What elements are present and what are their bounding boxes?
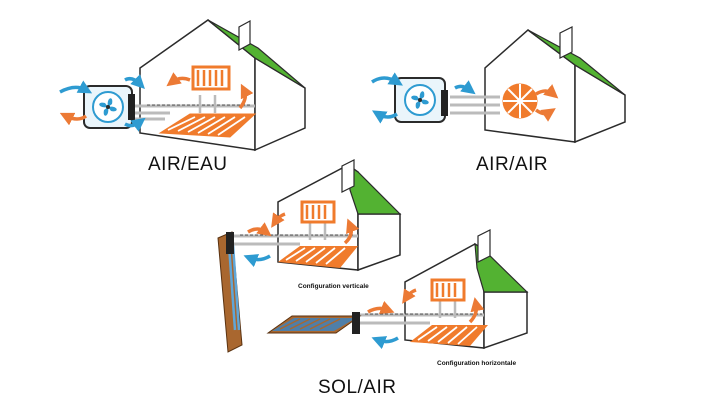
air-arrow-icon — [243, 212, 360, 268]
radiator-icon — [300, 200, 336, 224]
chimney — [238, 19, 251, 52]
caption-horizontal: Configuration horizontale — [437, 360, 516, 367]
heat-pump-unit — [394, 77, 448, 123]
label-air-air: AIR/AIR — [476, 154, 548, 175]
radiator-icon — [191, 65, 231, 91]
floor-heating-icon — [158, 113, 257, 138]
air-arrow-icon — [59, 72, 254, 132]
diagram-sol-air-vertical: Configuration verticale — [217, 159, 402, 353]
pipes — [234, 222, 358, 246]
floor-heating-icon — [278, 246, 358, 268]
house — [484, 26, 626, 144]
chimney — [559, 26, 573, 59]
air-arrow-icon — [371, 72, 559, 124]
caption-vertical: Configuration verticale — [298, 283, 369, 290]
ground-probe-icon — [217, 231, 243, 353]
label-sol-air: SOL/AIR — [318, 377, 396, 398]
radiator-icon — [430, 278, 466, 302]
chimney — [341, 159, 355, 193]
diagram-air-air: AIR/AIR — [371, 26, 626, 175]
roof — [347, 163, 402, 215]
chimney — [477, 229, 491, 263]
label-air-eau: AIR/EAU — [148, 154, 228, 175]
diagram-sol-air-horizontal: Configuration horizontale — [266, 229, 529, 367]
indoor-fan-icon — [502, 83, 538, 119]
pipes — [450, 95, 500, 115]
diagram-air-eau: AIR/EAU — [59, 19, 306, 175]
floor-heating-icon — [410, 325, 488, 346]
pipes — [135, 95, 255, 121]
fan-icon — [92, 91, 124, 123]
fan-icon — [404, 84, 436, 116]
ground-collector-icon — [266, 312, 362, 334]
pipes — [360, 300, 484, 325]
heat-pump-unit — [83, 85, 135, 129]
air-arrow-icon — [367, 288, 485, 350]
